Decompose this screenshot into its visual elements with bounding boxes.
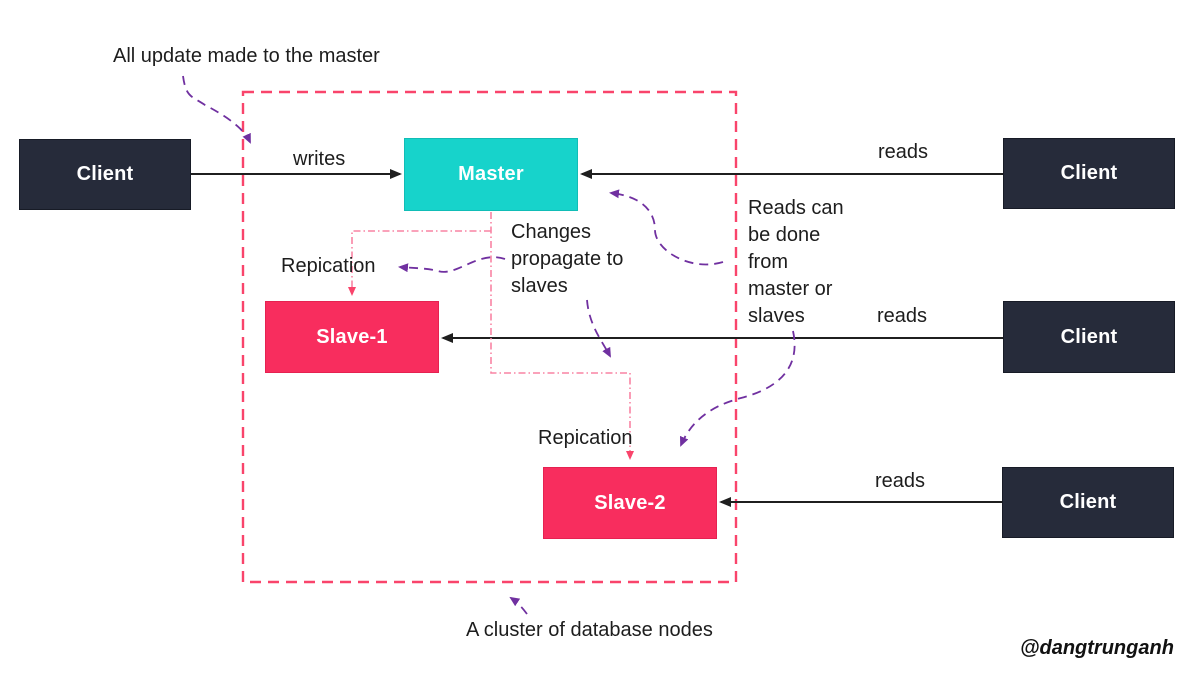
client-left-label: Client (76, 163, 134, 185)
reads-slave2-edge-label: reads (875, 470, 926, 492)
client-right-middle-node: Client (1003, 301, 1175, 373)
cluster-note-arrow (509, 596, 528, 615)
changes-to-replication-arrow (398, 256, 506, 273)
client-right-middle-label: Client (1060, 325, 1118, 348)
reads-master-edge-label: reads (878, 141, 929, 163)
client-right-bottom-label: Client (1059, 491, 1117, 513)
writes-edge-label: writes (293, 148, 346, 170)
master-label: Master (458, 163, 524, 185)
slave1-node: Slave-1 (265, 301, 439, 373)
reads-note-to-slave2-arrow (680, 330, 796, 447)
client-right-top-node: Client (1003, 138, 1175, 209)
top-note-arrow (182, 75, 251, 144)
top-note: All update made to the master (113, 45, 380, 67)
slave1-label: Slave-1 (316, 325, 388, 348)
changes-to-slave2-arrow (586, 299, 611, 358)
cluster-note: A cluster of database nodes (466, 619, 713, 641)
slave2-node: Slave-2 (543, 467, 717, 539)
reads-note-to-master-arrow (609, 189, 724, 266)
client-right-bottom-node: Client (1002, 467, 1174, 538)
replication-slave1-label: Repication (281, 255, 376, 277)
reads-slave1-edge-label: reads (877, 305, 928, 327)
reads-note: Reads can be done from master or slaves (748, 197, 844, 327)
slave2-label: Slave-2 (594, 491, 666, 514)
client-left-node: Client (19, 139, 191, 210)
client-right-top-label: Client (1060, 162, 1118, 184)
replication-slave2-label: Repication (538, 427, 633, 449)
master-node: Master (404, 138, 578, 211)
changes-note: Changes propagate to slaves (511, 221, 624, 297)
signature: @dangtrunganh (1020, 637, 1174, 659)
replication-path-slave1 (348, 230, 491, 296)
